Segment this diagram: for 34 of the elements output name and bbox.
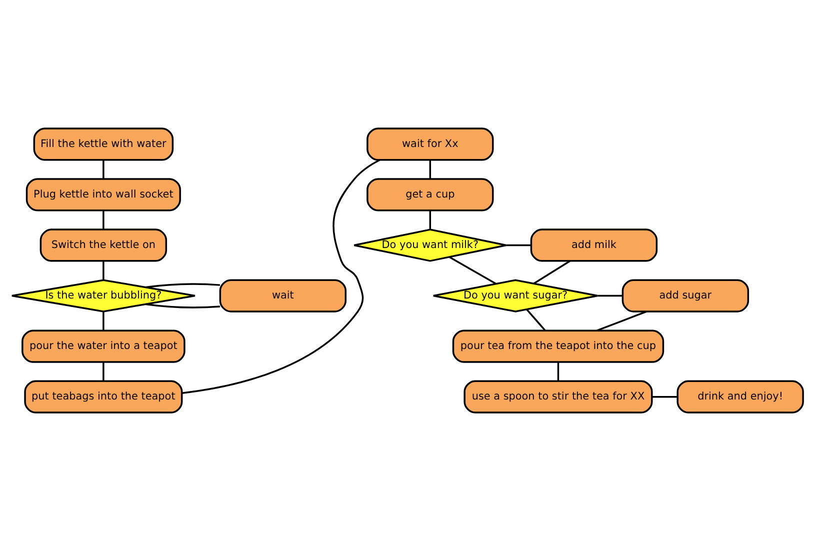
node-box: drink and enjoy! <box>676 380 804 414</box>
connector <box>182 159 380 394</box>
connector <box>146 303 220 308</box>
connector <box>429 160 432 180</box>
connector <box>146 283 220 288</box>
connector <box>429 210 432 230</box>
node-box: pour tea from the teapot into the cup <box>452 330 664 363</box>
node-box: wait <box>219 279 347 312</box>
node-diamond: Do you want milk? <box>353 228 508 262</box>
node-box: use a spoon to stir the tea for XX <box>464 380 653 414</box>
node-box: Plug kettle into wall socket <box>26 178 181 212</box>
connector <box>102 210 104 230</box>
connector <box>526 308 546 332</box>
connector <box>506 244 531 246</box>
connector <box>596 310 647 332</box>
connector <box>102 160 104 180</box>
connector <box>102 261 104 280</box>
node-box: pour the water into a teapot <box>22 330 186 363</box>
connector <box>652 396 678 398</box>
node-box: wait for Xx <box>366 128 494 161</box>
node-diamond: Is the water bubbling? <box>11 279 196 312</box>
node-box: add sugar <box>622 279 750 312</box>
connector <box>102 362 104 382</box>
node-box: get a cup <box>366 178 494 212</box>
node-diamond: Do you want sugar? <box>432 279 599 312</box>
node-box: Switch the kettle on <box>40 228 168 262</box>
node-box: put teabags into the teapot <box>24 380 183 414</box>
connector <box>533 260 570 284</box>
connector <box>102 312 104 331</box>
node-box: Fill the kettle with water <box>33 128 174 161</box>
connector <box>598 294 622 297</box>
connector <box>557 362 560 382</box>
node-box: add milk <box>530 228 658 262</box>
connector <box>449 256 496 284</box>
